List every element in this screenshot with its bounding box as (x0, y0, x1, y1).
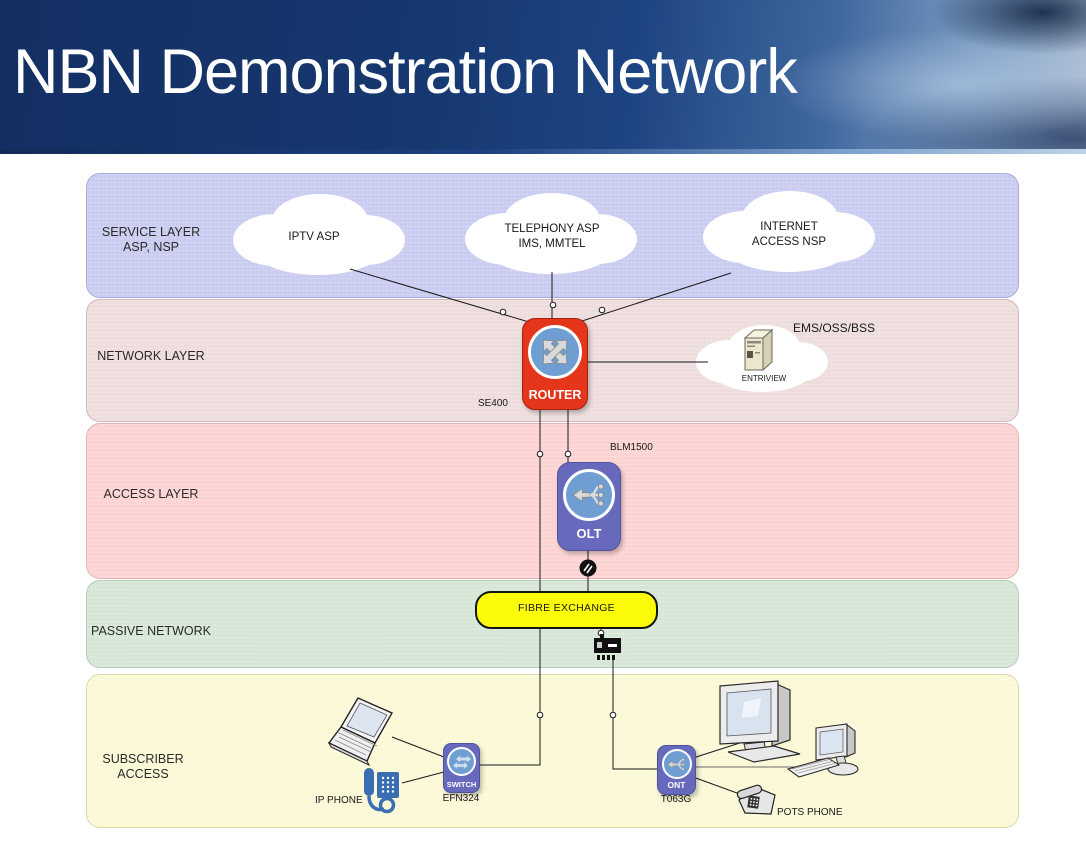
router-icon-glyph (542, 339, 568, 365)
ont-node-label: ONT (667, 780, 686, 790)
monitor-large-icon (719, 680, 801, 763)
telephony-cloud-label: TELEPHONY ASP IMS, MMTEL (476, 222, 628, 252)
wire-ont-monitor (692, 740, 747, 759)
telephony-cloud (465, 193, 637, 274)
router-node: ROUTER (522, 318, 588, 410)
switch-icon-glyph (452, 754, 471, 770)
header-edge-highlight (0, 149, 1086, 154)
label-service-layer-line2: ASP, NSP (122, 240, 180, 254)
wire-internet-router (578, 272, 732, 323)
keyboard-icon (786, 757, 841, 778)
laptop-icon (327, 697, 393, 767)
olt-model-label: BLM1500 (610, 442, 653, 453)
internet-cloud-label-line2: ACCESS NSP (751, 236, 827, 248)
label-network-layer: NETWORK LAYER (76, 349, 226, 364)
entriview-label: ENTRIVIEW (741, 374, 787, 383)
ont-icon-glyph (667, 757, 685, 771)
router-node-label: ROUTER (528, 388, 582, 402)
slide-header: NBN Demonstration Network (0, 0, 1086, 154)
page-title: NBN Demonstration Network (13, 37, 798, 107)
olt-node: OLT (557, 462, 621, 551)
server-icon (743, 328, 774, 372)
label-service-layer: SERVICE LAYER ASP, NSP (76, 225, 226, 255)
wire-ipphone-switch (401, 771, 445, 784)
ip-phone-label: IP PHONE (315, 795, 363, 806)
ip-phone-icon (364, 768, 399, 814)
iptv-cloud-label-line1: IPTV ASP (288, 231, 340, 243)
wire-fibre-switch (479, 624, 541, 766)
fibre-exchange-box: FIBRE EXCHANGE (475, 591, 658, 629)
fibre-splitter-chip-icon (594, 634, 621, 660)
label-access-layer: ACCESS LAYER (76, 487, 226, 502)
label-network-layer-line1: NETWORK LAYER (97, 349, 205, 363)
switch-model-label: EFN324 (442, 793, 480, 804)
router-model-label: SE400 (477, 398, 508, 409)
label-access-layer-line1: ACCESS LAYER (103, 487, 199, 501)
label-subscriber-access: SUBSCRIBER ACCESS (68, 752, 218, 782)
label-passive-network-line1: PASSIVE NETWORK (91, 624, 211, 638)
label-service-layer-line1: SERVICE LAYER (101, 225, 201, 239)
ont-icon (661, 749, 692, 779)
wire-laptop-switch (391, 736, 445, 758)
switch-icon (447, 747, 476, 776)
internet-cloud-label-line1: INTERNET (760, 221, 818, 233)
label-subscriber-access-line2: ACCESS (117, 767, 169, 781)
router-icon (528, 325, 582, 379)
iptv-cloud-label: IPTV ASP (244, 230, 384, 245)
ont-model-label: T063G (660, 794, 692, 805)
pots-phone-label: POTS PHONE (777, 807, 843, 818)
telephony-cloud-label-line1: TELEPHONY ASP (504, 223, 600, 235)
ems-oss-bss-label: EMS/OSS/BSS (793, 321, 876, 335)
olt-icon-glyph (572, 483, 604, 507)
olt-node-label: OLT (576, 526, 602, 541)
internet-cloud-label: INTERNET ACCESS NSP (714, 220, 864, 250)
connection-points (499, 301, 617, 719)
wire-chip-ont (612, 659, 658, 770)
label-passive-network: PASSIVE NETWORK (76, 624, 226, 639)
switch-node-label: SWITCH (446, 780, 477, 789)
olt-icon (563, 469, 615, 521)
connection-wires (349, 268, 848, 798)
splitter-icon (579, 559, 597, 577)
switch-node: SWITCH (443, 743, 480, 793)
label-subscriber-access-line1: SUBSCRIBER (102, 752, 184, 766)
internet-cloud (703, 191, 875, 272)
band-subscriber-access (86, 674, 1019, 828)
telephony-cloud-label-line2: IMS, MMTEL (518, 238, 586, 250)
iptv-cloud (233, 194, 405, 275)
pots-phone-icon (736, 784, 776, 815)
wire-iptv-router (349, 268, 530, 323)
ems-cloud (696, 325, 828, 392)
ont-node: ONT (657, 745, 696, 795)
band-access-layer (86, 423, 1019, 579)
